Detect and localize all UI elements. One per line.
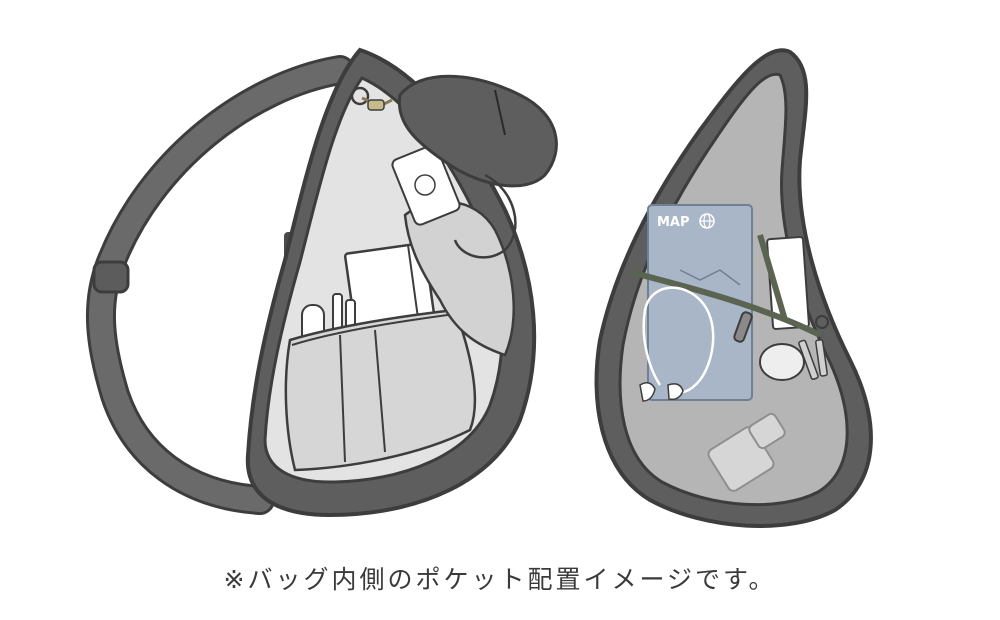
white-card <box>766 236 810 330</box>
side-pocket <box>403 200 515 357</box>
left-bag <box>85 47 558 518</box>
zipper-pocket <box>629 269 822 338</box>
keys <box>759 315 829 381</box>
globe-icon <box>699 213 715 229</box>
top-flap-pouch <box>397 74 558 188</box>
map-label: MAP <box>657 215 690 230</box>
key-fob <box>759 343 805 381</box>
glasses <box>391 144 461 226</box>
cord-loop <box>453 173 517 259</box>
carabiner-clip <box>350 86 393 111</box>
caption: ※バッグ内側のポケット配置イメージです。 <box>223 565 777 594</box>
right-bag: MAP <box>594 48 873 528</box>
bottle <box>707 412 786 492</box>
earphones <box>639 382 684 402</box>
zipper-pull <box>733 311 753 343</box>
strap-buckle <box>92 260 130 294</box>
